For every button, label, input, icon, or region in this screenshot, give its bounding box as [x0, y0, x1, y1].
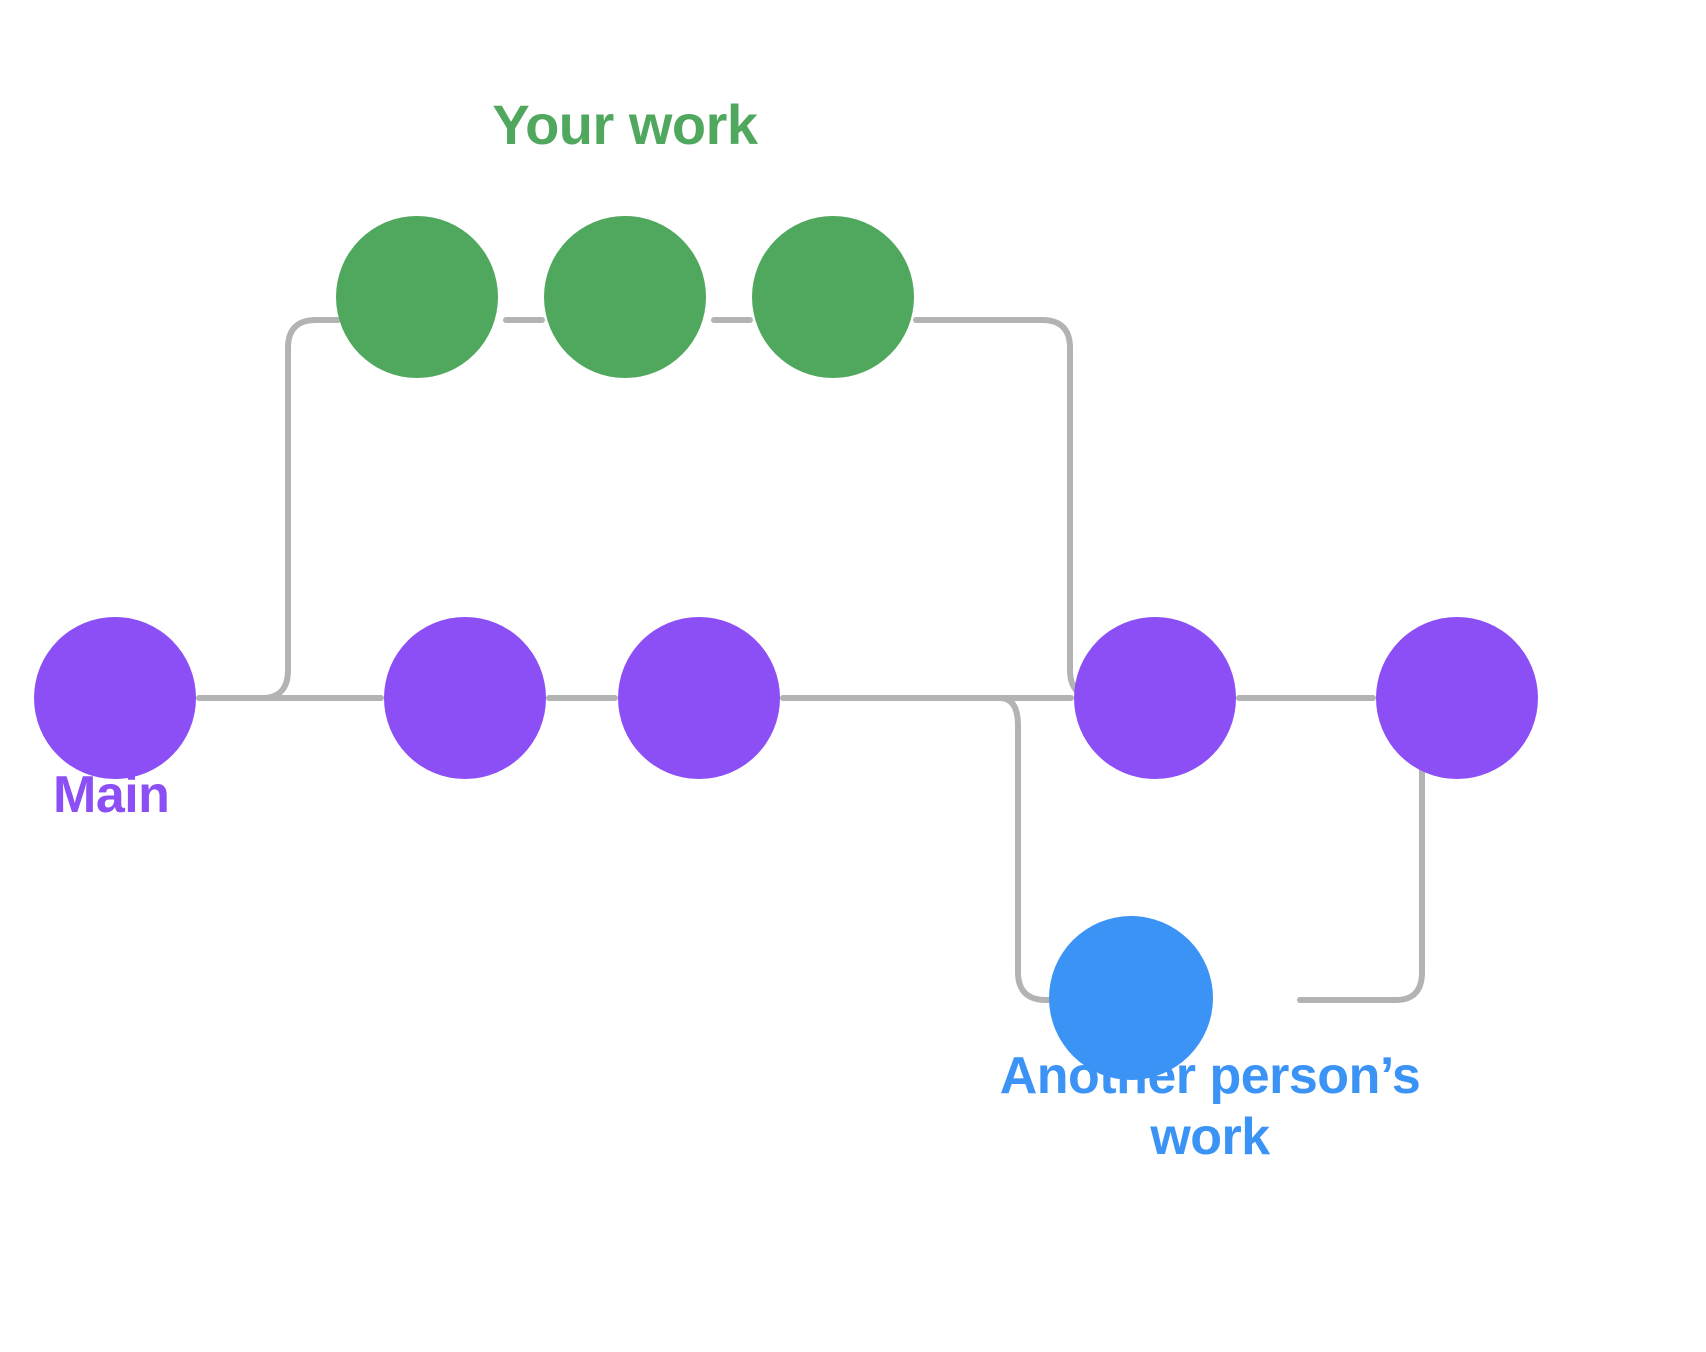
commit-node-green-3[interactable]: [752, 216, 914, 378]
branch-label-another-person-work: Another person’s work: [999, 1047, 1421, 1167]
commit-node-purple-1[interactable]: [34, 617, 196, 779]
branch-label-your-work: Your work: [492, 93, 758, 156]
edge-merge-your-work-to-main: [913, 317, 1113, 701]
connector-lines: [196, 317, 1493, 1003]
edge-branch-off-to-other-person: [987, 695, 1113, 1003]
commit-node-green-2[interactable]: [544, 216, 706, 378]
commit-node-purple-2[interactable]: [384, 617, 546, 779]
commit-nodes: [34, 216, 1538, 1080]
commit-node-purple-3[interactable]: [618, 617, 780, 779]
commit-node-purple-4[interactable]: [1074, 617, 1236, 779]
branch-label-main: Main: [53, 766, 170, 824]
commit-node-purple-5[interactable]: [1376, 617, 1538, 779]
edge-branch-off-to-your-work: [237, 317, 341, 701]
commit-node-green-1[interactable]: [336, 216, 498, 378]
commit-node-blue-1[interactable]: [1049, 916, 1213, 1080]
